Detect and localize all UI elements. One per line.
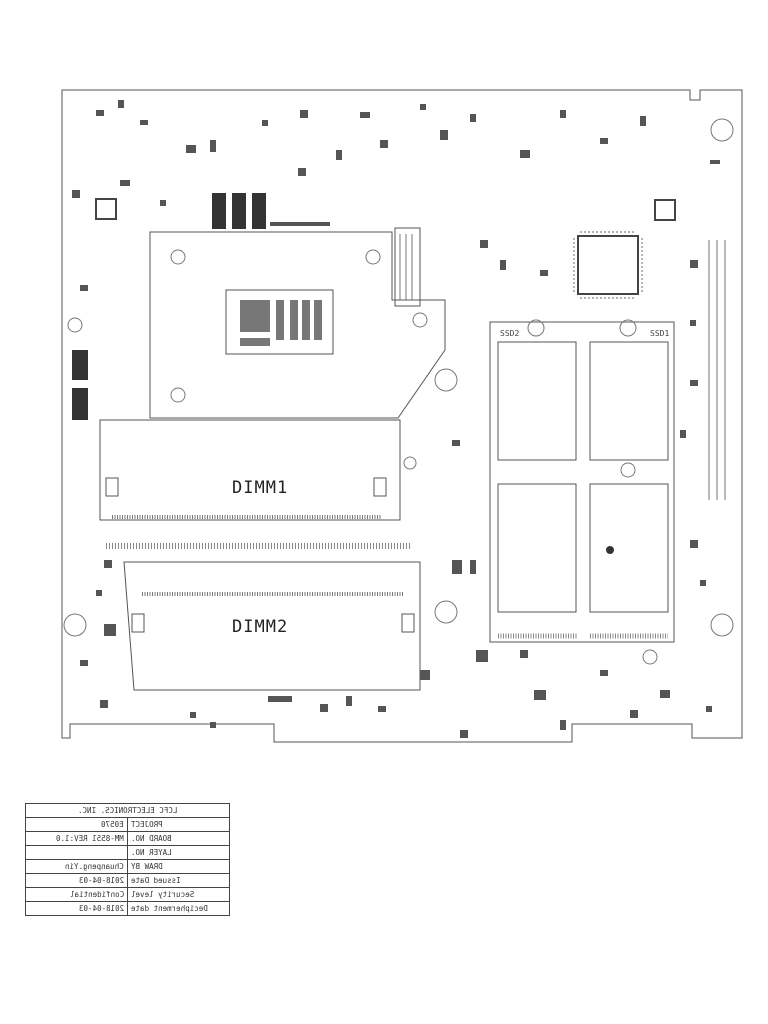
small-chip — [654, 199, 676, 221]
ssd1-module-lower — [589, 483, 669, 613]
dimm2-latch-right — [401, 613, 415, 633]
dimm1-slot — [99, 419, 401, 521]
ssd1-module — [589, 341, 669, 461]
cpu-socket-outline — [149, 231, 446, 419]
title-row: Confidential Security level — [25, 887, 230, 902]
mounting-holes — [63, 118, 734, 665]
ssd2-label: SSD2 — [500, 329, 519, 338]
title-label: Decipherment date — [131, 904, 208, 913]
small-components — [72, 100, 720, 738]
title-value: E0570 — [101, 820, 124, 829]
title-label: Security level — [131, 890, 195, 899]
company-name: LCFC ELECTRONICS. INC. — [77, 806, 178, 815]
board-outline — [61, 89, 743, 743]
ssd2-module-lower — [497, 483, 577, 613]
small-chip — [95, 198, 117, 220]
ssd2-module — [497, 341, 577, 461]
dimm1-latch-left — [105, 477, 119, 497]
title-label: DRAW BY — [131, 862, 163, 871]
dimm1-latch-right — [373, 477, 387, 497]
controller-chip-pins — [573, 231, 643, 299]
title-row: MM-8551 REV:1.0 BOARD NO. — [25, 831, 230, 846]
title-row: E0570 PROJECT — [25, 817, 230, 832]
cpu-mount-hole — [170, 249, 186, 265]
title-label: BOARD NO. — [131, 834, 172, 843]
cpu-mount-hole — [365, 249, 381, 265]
title-row: Chuanpeng.Yin DRAW BY — [25, 859, 230, 874]
ssd-standoff — [527, 319, 545, 337]
dimm2-latch-left — [131, 613, 145, 633]
title-row: 2018-04-03 Issued Date — [25, 873, 230, 888]
pin-header-right — [708, 240, 726, 500]
ssd-screw — [606, 546, 614, 554]
title-value: MM-8551 REV:1.0 — [56, 834, 124, 843]
dimm2-slot — [123, 561, 421, 691]
title-block: LCFC ELECTRONICS. INC. E0570 PROJECT MM-… — [25, 803, 230, 916]
fpc-connector — [394, 227, 421, 307]
title-value: Chuanpeng.Yin — [65, 862, 124, 871]
cpu-die-area — [225, 289, 334, 355]
title-value: 2018-04-03 — [78, 876, 124, 885]
ssd1-label: SSD1 — [650, 329, 669, 338]
vrm-inductors — [212, 193, 266, 229]
ssd-standoff — [620, 462, 636, 478]
cpu-mount-hole — [170, 387, 186, 403]
dimm2-label: DIMM2 — [232, 617, 288, 637]
title-label: PROJECT — [131, 820, 163, 829]
title-label: Issued Date — [131, 876, 181, 885]
cpu-mount-hole — [412, 312, 428, 328]
motherboard-silkscreen-drawing: DIMM1 DIMM2 SSD2 SSD1 — [61, 89, 743, 743]
title-value: 2018-04-03 — [78, 904, 124, 913]
title-label: LAYER NO. — [131, 848, 172, 857]
ssd-area-frame — [489, 321, 675, 643]
title-row: LAYER NO. — [25, 845, 230, 860]
controller-chip — [577, 235, 639, 295]
title-row: 2018-04-03 Decipherment date — [25, 901, 230, 916]
ssd-standoff — [619, 319, 637, 337]
dimm1-label: DIMM1 — [232, 478, 288, 498]
left-power-inductors — [72, 350, 88, 420]
title-value: Confidential — [69, 890, 124, 899]
cpu-capacitor-array — [240, 300, 322, 346]
